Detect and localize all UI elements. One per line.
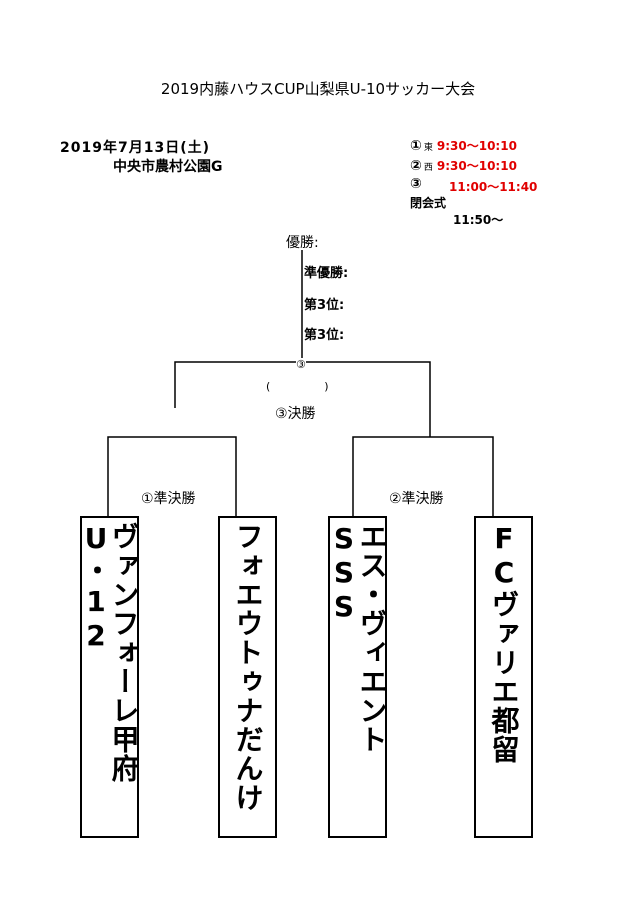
schedule-row-3: ③ xyxy=(410,176,422,192)
final-label: ③決勝 xyxy=(275,406,316,422)
final-score: ( ) xyxy=(266,380,331,393)
schedule-time: 11:00〜11:40 xyxy=(449,180,538,194)
runner-up-label: 準優勝: xyxy=(304,266,349,281)
third-place-label: 第3位: xyxy=(304,328,345,343)
semifinal-label-1: ①準決勝 xyxy=(141,491,196,507)
team-box-3: エス・ヴィエントSSS xyxy=(327,516,389,838)
team-box-1: ヴァンフォーレ甲府U・12 xyxy=(79,516,141,838)
team-box-2: フォエウトゥナだんけ xyxy=(218,516,277,838)
venue-name: 中央市農村公園G xyxy=(113,159,223,175)
team-name: エス・ヴィエントSSS xyxy=(327,522,389,754)
final-marker: ③ xyxy=(296,358,306,371)
schedule-time: 9:30〜10:10 xyxy=(436,159,517,173)
champion-label: 優勝: xyxy=(286,235,319,251)
team-name: ヴァンフォーレ甲府U・12 xyxy=(79,522,141,783)
team-name: フォエウトゥナだんけ xyxy=(231,522,265,812)
team-box-4: FCヴァリエ都留 xyxy=(474,516,533,838)
match-date: 2019年7月13日(土) xyxy=(60,140,210,156)
third-place-label: 第3位: xyxy=(304,298,345,313)
schedule-number: ② xyxy=(410,158,422,174)
semifinal-label-2: ②準決勝 xyxy=(389,491,444,507)
schedule-time: 9:30〜10:10 xyxy=(436,139,517,153)
schedule-location: 西 xyxy=(423,163,433,173)
schedule-location: 東 xyxy=(423,143,433,153)
team-name: FCヴァリエ都留 xyxy=(487,522,521,764)
schedule-number: ③ xyxy=(410,176,422,192)
schedule-number: ① xyxy=(410,138,422,154)
page-title: 2019内藤ハウスCUP山梨県U-10サッカー大会 xyxy=(160,80,476,98)
closing-ceremony-label: 閉会式 xyxy=(410,196,447,210)
closing-ceremony-time: 11:50〜 xyxy=(453,213,504,227)
